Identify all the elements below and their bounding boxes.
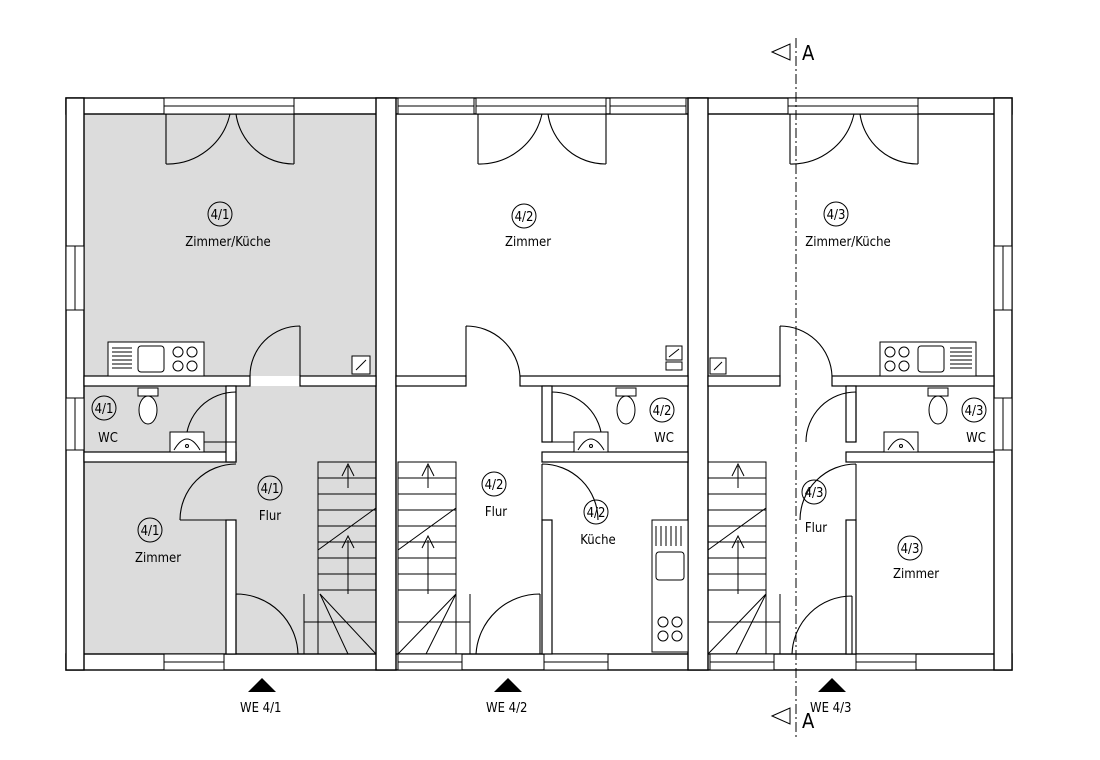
interior-walls	[83, 375, 995, 655]
svg-text:Flur: Flur	[485, 505, 507, 520]
room-4-2-kueche: 4/2 Küche	[580, 499, 616, 548]
room-4-1-flur: 4/1 Flur	[257, 475, 283, 524]
section-letter-bottom: A	[802, 709, 815, 733]
entrance-label-we-4-1: WE 4/1	[240, 701, 282, 716]
svg-text:4/3: 4/3	[827, 208, 846, 223]
svg-text:Zimmer: Zimmer	[893, 567, 939, 582]
svg-text:WC: WC	[98, 431, 118, 446]
room-4-1-zimmer: 4/1 Zimmer	[135, 517, 181, 566]
room-4-1-wc: 4/1 WC	[91, 395, 118, 446]
svg-text:Küche: Küche	[580, 533, 615, 548]
room-4-3-zimmer-kueche: 4/3 Zimmer/Küche	[805, 201, 891, 250]
entrance-label-we-4-3: WE 4/3	[810, 701, 852, 716]
room-4-1-zimmer-kueche: 4/1 Zimmer/Küche	[185, 201, 271, 250]
svg-text:Zimmer/Küche: Zimmer/Küche	[185, 235, 270, 250]
section-line-a: A A	[770, 38, 815, 738]
svg-text:WC: WC	[966, 431, 986, 446]
svg-text:Flur: Flur	[259, 509, 281, 524]
svg-text:4/1: 4/1	[95, 402, 114, 417]
svg-text:4/3: 4/3	[805, 486, 824, 501]
svg-text:WC: WC	[654, 431, 674, 446]
room-4-3-zimmer: 4/3 Zimmer	[893, 535, 939, 582]
svg-text:4/1: 4/1	[261, 482, 280, 497]
room-4-2-zimmer: 4/2 Zimmer	[505, 203, 551, 250]
stairs	[303, 461, 781, 655]
svg-text:4/1: 4/1	[211, 208, 230, 223]
svg-text:4/3: 4/3	[965, 404, 984, 419]
svg-text:Zimmer: Zimmer	[505, 235, 551, 250]
entrance-markers: WE 4/1 WE 4/2 WE 4/3	[240, 678, 852, 716]
svg-text:4/2: 4/2	[485, 478, 504, 493]
fixtures	[107, 341, 977, 653]
room-4-2-flur: 4/2 Flur	[481, 471, 507, 520]
doors	[165, 113, 919, 655]
svg-text:4/2: 4/2	[515, 210, 534, 225]
svg-text:Zimmer: Zimmer	[135, 551, 181, 566]
room-labels: 4/1 Zimmer/Küche 4/1 WC 4/1 Zimmer 4/1 F…	[91, 201, 987, 582]
svg-text:4/3: 4/3	[901, 542, 920, 557]
svg-text:Zimmer/Küche: Zimmer/Küche	[805, 235, 890, 250]
room-4-2-wc: 4/2 WC	[649, 397, 675, 446]
svg-text:4/1: 4/1	[141, 524, 160, 539]
svg-text:4/2: 4/2	[653, 404, 672, 419]
svg-text:Flur: Flur	[805, 521, 827, 536]
windows	[65, 97, 1013, 671]
room-4-3-wc: 4/3 WC	[961, 397, 987, 446]
svg-text:4/2: 4/2	[587, 506, 606, 521]
entrance-label-we-4-2: WE 4/2	[486, 701, 528, 716]
section-letter-top: A	[802, 41, 815, 65]
room-4-3-flur: 4/3 Flur	[801, 479, 827, 536]
